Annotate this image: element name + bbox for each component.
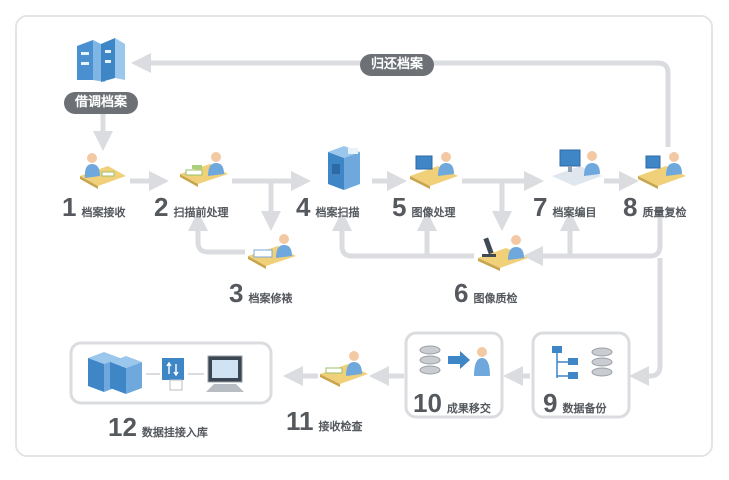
arrow-6-to-4 (332, 211, 474, 259)
step-number: 10 (413, 388, 442, 418)
step-number: 2 (154, 192, 169, 222)
worker-desk-icon (320, 351, 368, 387)
monitor-icon (638, 152, 686, 189)
monitor-icon (552, 149, 602, 186)
disc-transfer-icon (419, 345, 490, 376)
step-5: 5 图像处理 (392, 194, 455, 220)
step-6: 6 图像质检 (454, 280, 517, 306)
step-number: 3 (229, 278, 244, 308)
microscope-icon (478, 235, 528, 271)
step-9-box (531, 331, 631, 419)
borrow-archive-badge: 借调档案 (64, 92, 139, 114)
step-number: 1 (62, 192, 77, 222)
step-label: 图像质检 (473, 292, 518, 305)
step-2: 2 扫描前处理 (154, 194, 228, 220)
step-label: 档案扫描 (315, 206, 360, 219)
step-3: 3 档案修裱 (229, 280, 292, 306)
step-12: 12 数据挂接入库 (108, 414, 208, 440)
step-label: 档案接收 (81, 206, 126, 219)
step-8: 8 质量复检 (623, 194, 686, 220)
step-number: 8 (623, 192, 638, 222)
worker-desk-icon (248, 234, 296, 269)
arrow-8-to-6 (523, 218, 663, 266)
step-label: 接收检查 (318, 420, 363, 433)
diagram-frame (15, 15, 713, 457)
step-7: 7 档案编目 (533, 194, 596, 220)
step-label: 扫描前处理 (173, 206, 229, 219)
step-label: 成果移交 (446, 402, 491, 415)
step-10: 10 成果移交 (413, 390, 491, 416)
step-label: 图像处理 (411, 206, 456, 219)
worker-desk-icon (180, 152, 228, 187)
worker-desk-icon (80, 153, 126, 189)
arrow-8-to-9 (629, 258, 663, 386)
step-number: 7 (533, 192, 548, 222)
folder-tree-icon (552, 346, 613, 379)
step-label: 数据挂接入库 (141, 426, 208, 439)
return-archive-badge: 归还档案 (360, 54, 435, 76)
step-1: 1 档案接收 (62, 194, 125, 220)
arrow-return-loop (131, 53, 671, 147)
step-11: 11 接收检查 (286, 408, 363, 434)
archive-shelf-icon (77, 38, 125, 82)
step-12-box (69, 341, 273, 405)
step-label: 档案修裱 (248, 292, 293, 305)
step-number: 12 (108, 412, 137, 442)
step-number: 4 (296, 192, 311, 222)
step-number: 5 (392, 192, 407, 222)
monitor-icon (410, 152, 458, 189)
step-number: 11 (286, 406, 314, 436)
step-number: 9 (543, 388, 558, 418)
step-4: 4 档案扫描 (296, 194, 359, 220)
scanner-icon (328, 146, 360, 190)
step-label: 质量复检 (642, 206, 687, 219)
arrow-3-to-2 (188, 211, 245, 255)
step-10-box (404, 331, 504, 419)
server-rack-icon (88, 352, 244, 394)
step-9: 9 数据备份 (543, 390, 606, 416)
step-number: 6 (454, 278, 469, 308)
step-label: 数据备份 (562, 402, 607, 415)
step-label: 档案编目 (552, 206, 597, 219)
